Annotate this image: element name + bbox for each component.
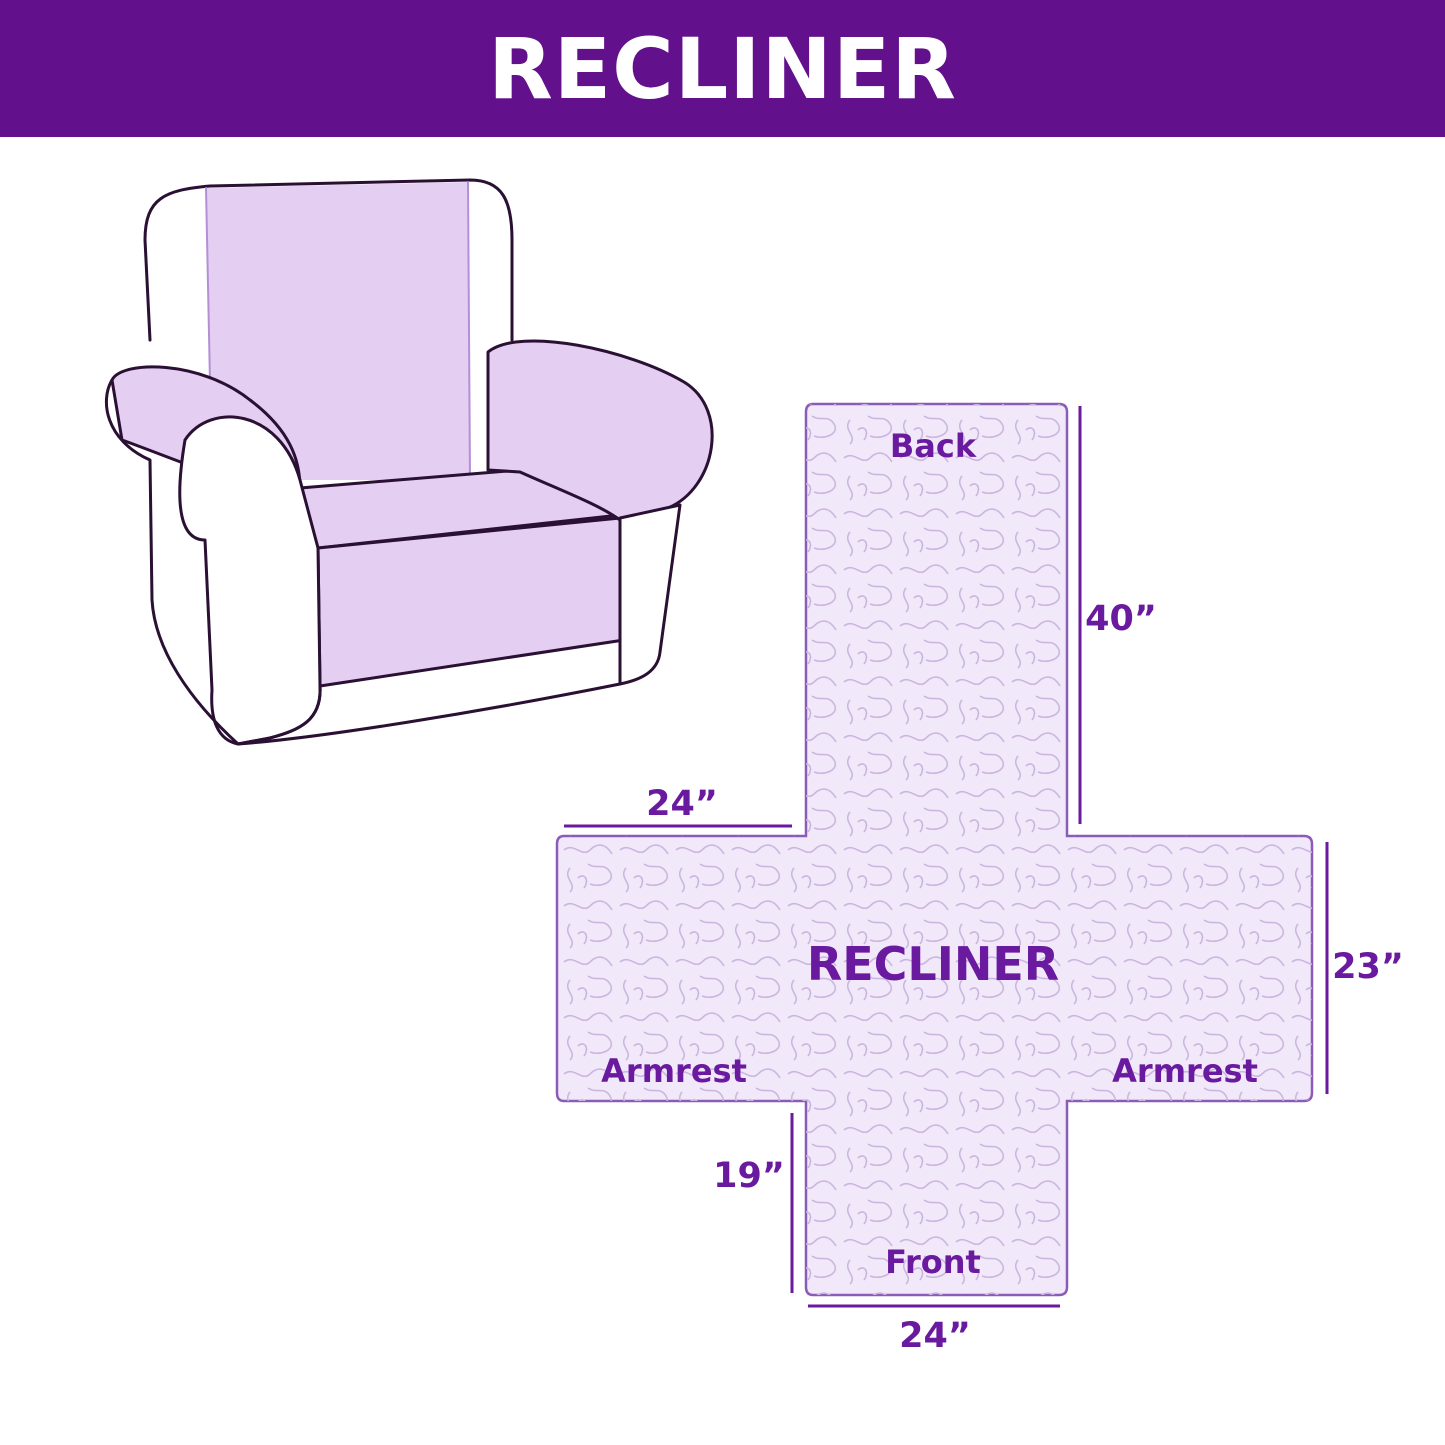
right-armrest-label: Armrest xyxy=(1112,1052,1258,1090)
left-armrest-label: Armrest xyxy=(601,1052,747,1090)
front-length-label: 19” xyxy=(713,1156,785,1196)
header-banner: RECLINER xyxy=(0,0,1445,137)
front-label: Front xyxy=(885,1243,981,1281)
back-label: Back xyxy=(889,427,977,465)
page-title: RECLINER xyxy=(488,19,957,118)
armrest-height-label: 23” xyxy=(1332,947,1404,987)
cover-center-label: RECLINER xyxy=(806,937,1060,991)
back-length-label: 40” xyxy=(1085,599,1157,639)
armrest-width-label: 24” xyxy=(646,784,718,824)
quilt-pattern xyxy=(557,404,1312,1295)
armchair-icon xyxy=(104,178,714,746)
seat-width-label: 24” xyxy=(899,1316,971,1356)
